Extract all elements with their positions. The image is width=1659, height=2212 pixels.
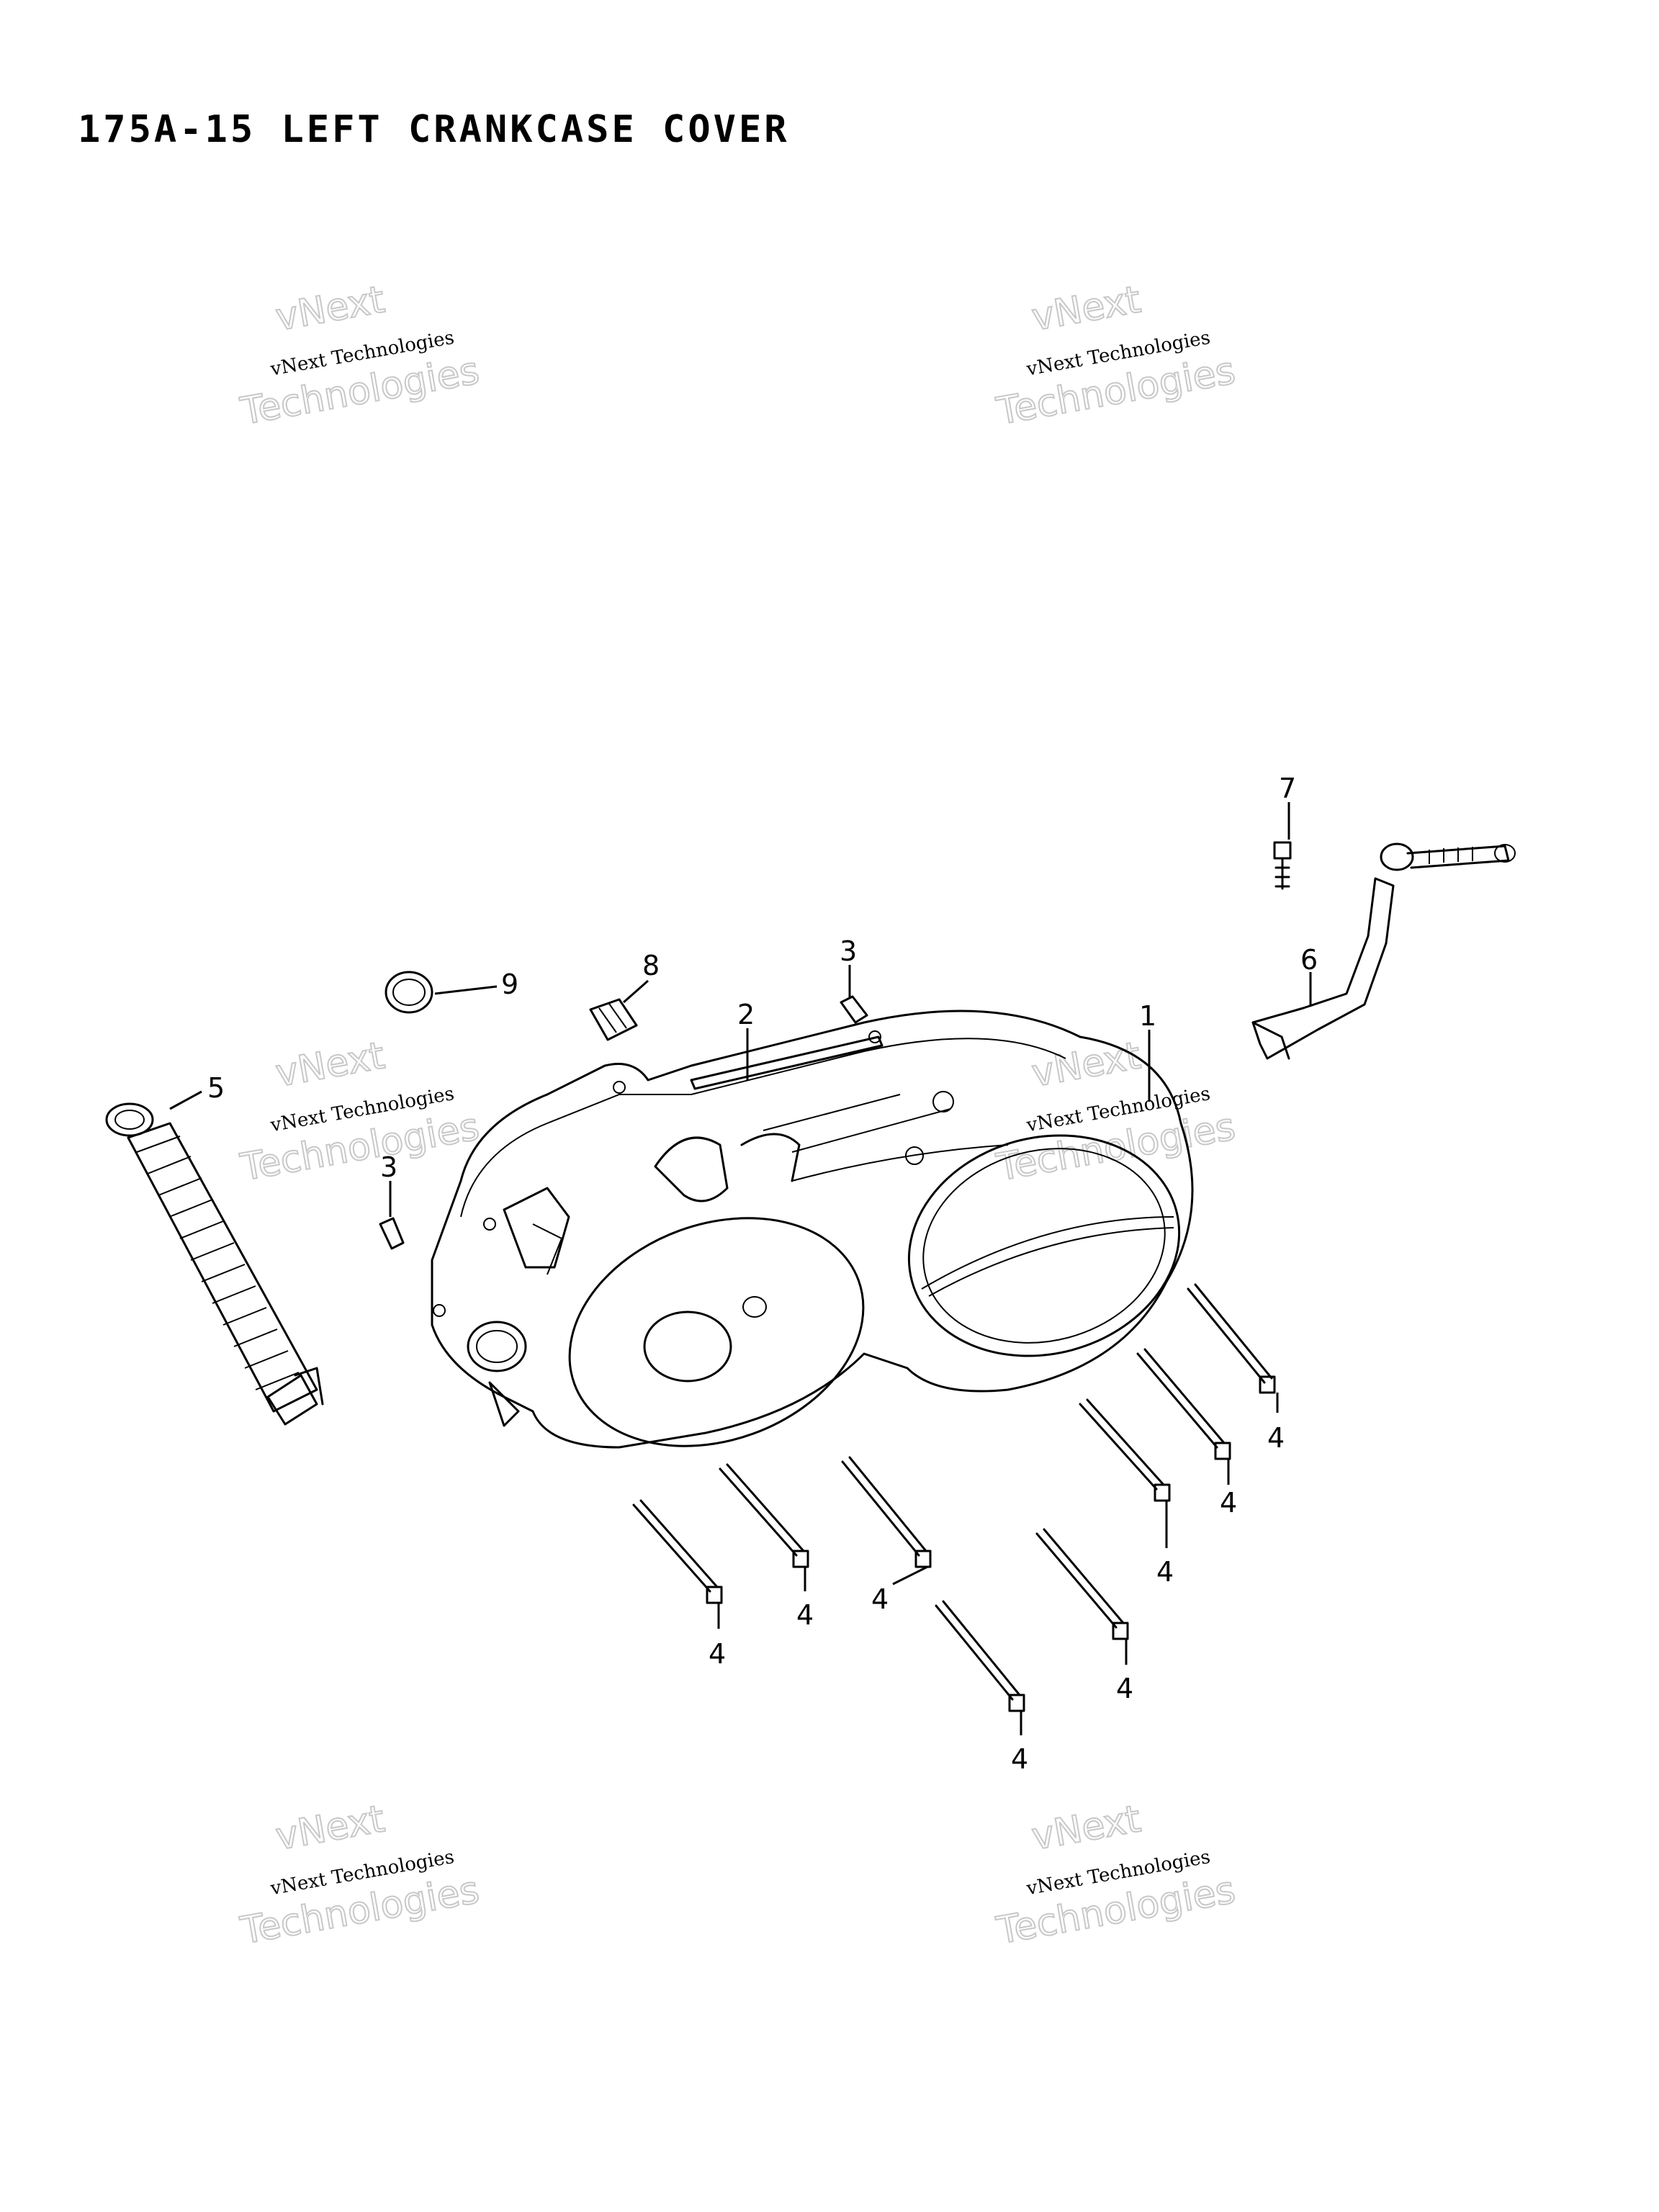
watermark-vnext: vNext: [1029, 1034, 1144, 1095]
part-4-bolt-1: [1187, 1283, 1276, 1394]
callout-3-left: 3: [380, 1151, 397, 1183]
part-9-o-ring: [385, 971, 433, 1014]
leader-4f: [892, 1565, 928, 1586]
callout-6: 6: [1300, 944, 1318, 976]
leader-8: [623, 979, 649, 1004]
watermark-vnext-technologies: vNext Technologies: [1025, 327, 1213, 381]
watermark-top-right: vNext vNext Technologies Technologies: [993, 277, 1239, 434]
leader-9: [434, 985, 498, 995]
watermark-vnext-technologies: vNext Technologies: [1025, 1083, 1213, 1137]
callout-4-g: 4: [796, 1599, 814, 1631]
watermark-vnext-technologies: vNext Technologies: [269, 1846, 457, 1900]
watermark-technologies: Technologies: [238, 1105, 482, 1190]
part-4-bolt-3: [1079, 1398, 1171, 1502]
part-6-kick-lever: [1251, 842, 1516, 1060]
watermark-vnext-technologies: vNext Technologies: [269, 1083, 457, 1137]
part-3-dowel-pin-top: [840, 995, 868, 1024]
watermark-technologies: Technologies: [238, 349, 482, 433]
watermark-vnext: vNext: [273, 1797, 388, 1858]
part-3-dowel-pin-left: [379, 1217, 405, 1250]
watermark-technologies: Technologies: [238, 1869, 482, 1953]
watermark-middle-right: vNext vNext Technologies Technologies: [993, 1033, 1239, 1190]
callout-9: 9: [501, 968, 518, 1000]
watermark-technologies: Technologies: [994, 1105, 1238, 1190]
callout-1: 1: [1139, 1000, 1156, 1032]
callout-4-f: 4: [871, 1583, 889, 1615]
part-4-bolt-6: [841, 1456, 932, 1568]
part-4-bolt-8: [632, 1499, 723, 1604]
part-5-air-duct-hose: [105, 1102, 324, 1426]
part-4-bolt-5: [935, 1600, 1025, 1712]
part-7-bolt: [1273, 841, 1292, 890]
part-1-crankcase-cover: [431, 1010, 1194, 1449]
part-4-bolt-2: [1136, 1348, 1231, 1460]
watermark-vnext: vNext: [273, 1034, 388, 1095]
callout-labels: 1 2 3 3 4 4 4 4 4 4 4 4 4 5 6 7 8 9: [207, 773, 1318, 1775]
part-2-gasket: [690, 1035, 884, 1090]
callout-2: 2: [737, 999, 755, 1030]
watermark-technologies: Technologies: [994, 349, 1238, 433]
part-4-bolt-4: [1035, 1528, 1129, 1640]
part-8-plug: [589, 998, 638, 1041]
watermark-vnext: vNext: [273, 278, 388, 339]
watermark-technologies: Technologies: [994, 1869, 1238, 1953]
part-4-bolt-7: [719, 1463, 809, 1568]
callout-5: 5: [207, 1072, 225, 1104]
callout-4-d: 4: [1116, 1673, 1133, 1704]
watermark-bottom-right: vNext vNext Technologies Technologies: [993, 1797, 1239, 1954]
watermark-middle-left: vNext vNext Technologies Technologies: [237, 1033, 483, 1190]
callout-4-a: 4: [1267, 1422, 1285, 1454]
callout-4-b: 4: [1220, 1487, 1237, 1519]
watermark-vnext-technologies: vNext Technologies: [1025, 1846, 1213, 1900]
watermark-vnext: vNext: [1029, 278, 1144, 339]
page-title: 175A-15 LEFT CRANKCASE COVER: [78, 108, 790, 151]
callout-8: 8: [642, 950, 660, 981]
callout-7: 7: [1279, 773, 1296, 804]
watermark-vnext: vNext: [1029, 1797, 1144, 1858]
callout-4-e: 4: [1011, 1743, 1028, 1775]
watermark-top-left: vNext vNext Technologies Technologies: [237, 277, 483, 434]
watermark-bottom-left: vNext vNext Technologies Technologies: [237, 1797, 483, 1954]
leader-lines: [169, 802, 1312, 1735]
callout-4-c: 4: [1156, 1556, 1174, 1588]
callout-3-top: 3: [840, 935, 857, 967]
leader-5: [169, 1090, 202, 1110]
callout-4-h: 4: [709, 1638, 726, 1670]
watermark-vnext-technologies: vNext Technologies: [269, 327, 457, 381]
